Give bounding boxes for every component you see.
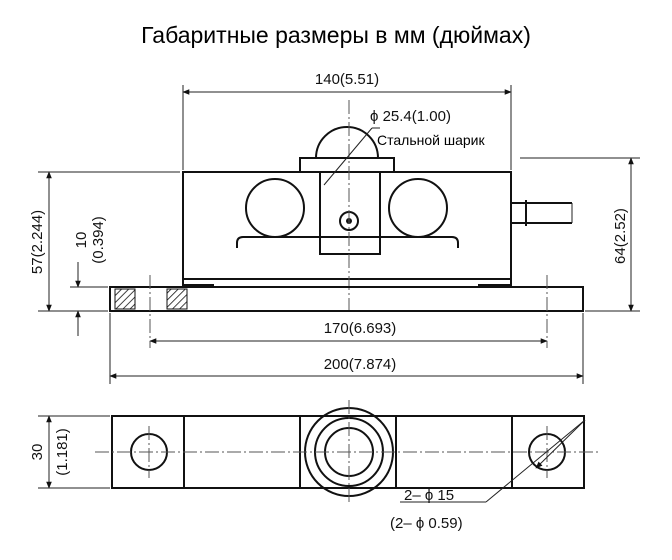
load-cell-body <box>182 171 512 280</box>
dim-spacing-170: 170(6.693) <box>324 320 397 337</box>
side-bore-left <box>245 178 305 238</box>
dim-base-0394: (0.394) <box>90 216 107 264</box>
dim-height-57: 57(2.244) <box>29 210 46 274</box>
drawing-title: Габаритные размеры в мм (дюймах) <box>141 22 531 48</box>
u-slot <box>236 236 459 248</box>
top-view <box>95 400 600 505</box>
dim-width-1181: (1.181) <box>54 428 71 476</box>
base-plate <box>109 286 584 312</box>
dimension-lines <box>38 85 640 384</box>
dim-length-200: 200(7.874) <box>324 356 397 373</box>
top-dimension-lines <box>38 415 586 503</box>
center-block <box>319 171 381 255</box>
front-view <box>109 100 584 348</box>
steel-ball <box>315 126 379 159</box>
dim-base-10: 10 <box>73 232 90 249</box>
dim-ball-diameter: ϕ 25.4(1.00) <box>370 108 451 125</box>
hatched-section-right <box>166 288 188 310</box>
dim-width-30: 30 <box>29 444 46 461</box>
dim-holes-in: (2– ϕ 0.59) <box>390 515 463 532</box>
dim-height-64: 64(2.52) <box>612 208 629 264</box>
dim-holes-mm: 2– ϕ 15 <box>404 487 454 504</box>
side-bore-right <box>388 178 448 238</box>
label-steel-ball: Стальной шарик <box>377 132 485 148</box>
cable <box>511 200 573 226</box>
hatched-section-left <box>114 288 136 310</box>
dim-length-140: 140(5.51) <box>315 71 379 88</box>
ball-seat <box>299 157 395 173</box>
